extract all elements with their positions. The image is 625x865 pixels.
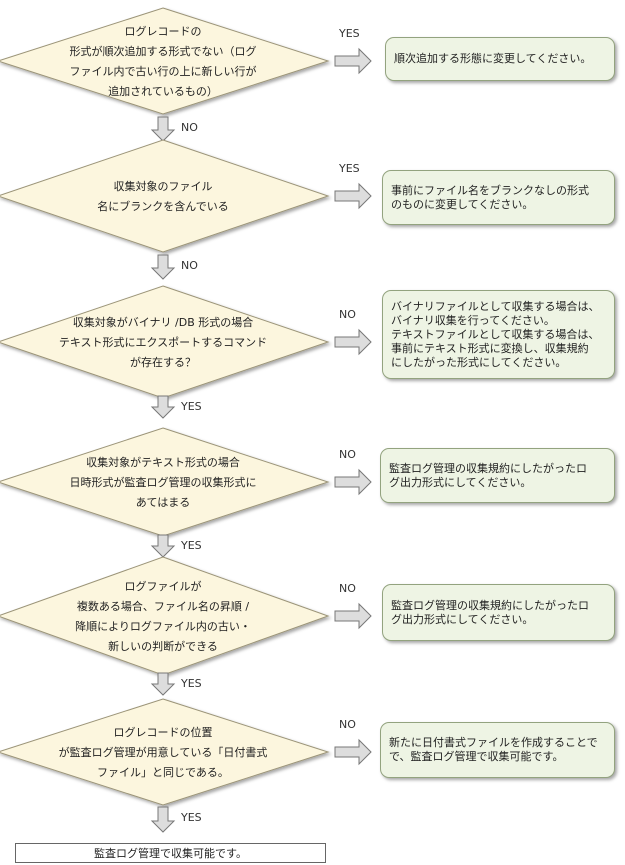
action-4-line-2: グ出力形式にしてください。 xyxy=(389,475,532,489)
action-box-4: 監査ログ管理の収集規約にしたがったログ出力形式にしてください。 xyxy=(380,448,615,503)
decision-3-line-1: 収集対象がバイナリ /DB 形式の場合 xyxy=(73,315,254,329)
action-5-line-1: 監査ログ管理の収集規約にしたがったロ xyxy=(391,598,589,612)
branch-arrow-1 xyxy=(334,47,372,75)
down-label-6: YES xyxy=(180,811,202,824)
decision-diamond-6 xyxy=(0,698,330,806)
branch-label-4: NO xyxy=(339,448,356,461)
down-label-2: NO xyxy=(181,259,198,272)
down-label-3: YES xyxy=(180,400,202,413)
action-text-2: 事前にファイル名をブランクなしの形式のものに変更してください。 xyxy=(391,184,589,212)
action-1-line-1: 順次追加する形態に変更してください。 xyxy=(394,52,592,65)
branch-label-2: YES xyxy=(338,162,360,175)
decision-4-line-1: 収集対象がテキスト形式の場合 xyxy=(86,455,240,469)
action-3-line-4: 事前にテキスト形式に変換し、収集規約 xyxy=(391,341,589,355)
down-label-1: NO xyxy=(181,121,198,134)
decision-diamond-1 xyxy=(0,7,330,115)
decision-diamond-5 xyxy=(0,556,330,676)
decision-4-line-2: 日時形式が監査ログ管理の収集形式に xyxy=(70,475,257,489)
decision-5-line-4: 新しいの判断ができる xyxy=(108,639,218,653)
down-arrow-1 xyxy=(150,116,176,142)
action-text-4: 監査ログ管理の収集規約にしたがったログ出力形式にしてください。 xyxy=(389,462,587,490)
action-6-line-2: で、監査ログ管理で収集可能です。 xyxy=(389,750,564,763)
decision-4-line-3: あてはまる xyxy=(136,496,191,509)
decision-6-line-1: ログレコードの位置 xyxy=(114,725,213,739)
branch-label-6: NO xyxy=(339,718,356,731)
final-result-label: 監査ログ管理で収集可能です。 xyxy=(94,847,247,860)
down-arrow-5 xyxy=(150,672,176,696)
branch-label-5: NO xyxy=(339,582,356,595)
down-label-5: YES xyxy=(180,677,202,690)
action-3-line-3: テキストファイルとして収集する場合は、 xyxy=(391,327,600,341)
down-arrow-3 xyxy=(150,395,176,419)
decision-3-line-2: テキスト形式にエクスポートするコマンド xyxy=(59,336,267,349)
action-text-3: バイナリファイルとして収集する場合は、バイナリ収集を行ってください。テキストファ… xyxy=(391,300,599,370)
action-4-line-1: 監査ログ管理の収集規約にしたがったロ xyxy=(389,461,587,475)
branch-label-1: YES xyxy=(338,27,360,40)
down-arrow-4 xyxy=(150,534,176,558)
branch-arrow-2 xyxy=(334,182,372,210)
action-box-5: 監査ログ管理の収集規約にしたがったログ出力形式にしてください。 xyxy=(382,584,615,641)
action-box-2: 事前にファイル名をブランクなしの形式のものに変更してください。 xyxy=(382,170,615,225)
down-arrow-6 xyxy=(150,806,176,833)
action-3-line-5: にしたがった形式にしてください。 xyxy=(391,355,567,369)
decision-1-line-1: ログレコードの xyxy=(125,24,202,38)
action-text-6: 新たに日付書式ファイルを作成することでで、監査ログ管理で収集可能です。 xyxy=(389,736,598,764)
action-text-5: 監査ログ管理の収集規約にしたがったログ出力形式にしてください。 xyxy=(391,599,589,627)
action-text-1: 順次追加する形態に変更してください。 xyxy=(394,52,591,66)
branch-label-3: NO xyxy=(339,308,356,321)
action-box-3: バイナリファイルとして収集する場合は、バイナリ収集を行ってください。テキストファ… xyxy=(382,290,615,379)
decision-2-line-1: 収集対象のファイル xyxy=(114,179,213,193)
branch-arrow-3 xyxy=(334,328,372,356)
final-result-box: 監査ログ管理で収集可能です。 xyxy=(15,843,326,863)
action-5-line-2: グ出力形式にしてください。 xyxy=(391,612,534,626)
down-arrow-2 xyxy=(150,254,176,280)
decision-diamond-2 xyxy=(0,139,330,253)
decision-1-line-4: 追加されているもの） xyxy=(108,84,218,98)
decision-3-line-3: が存在する？ xyxy=(130,355,196,369)
branch-arrow-6 xyxy=(334,738,372,766)
action-box-1: 順次追加する形態に変更してください。 xyxy=(385,37,615,81)
action-3-line-1: バイナリファイルとして収集する場合は、 xyxy=(391,299,600,313)
decision-6-line-2: が監査ログ管理が用意している「日付書式 xyxy=(59,745,268,759)
decision-5-line-2: 複数ある場合、ファイル名の昇順 / xyxy=(77,599,249,613)
decision-2-line-2: 名にブランクを含んでいる xyxy=(97,199,228,213)
down-label-4: YES xyxy=(180,539,202,552)
branch-arrow-4 xyxy=(334,468,372,496)
branch-arrow-5 xyxy=(334,602,372,630)
action-2-line-2: のものに変更してください。 xyxy=(391,197,534,211)
action-box-6: 新たに日付書式ファイルを作成することでで、監査ログ管理で収集可能です。 xyxy=(380,722,615,778)
decision-1-line-3: ファイル内で古い行の上に新しい行が xyxy=(70,64,257,78)
action-2-line-1: 事前にファイル名をブランクなしの形式 xyxy=(391,183,589,197)
action-3-line-2: バイナリ収集を行ってください。 xyxy=(391,313,555,327)
decision-5-line-3: 降順によりログファイル内の古い・ xyxy=(75,619,251,633)
action-6-line-1: 新たに日付書式ファイルを作成することで xyxy=(389,736,598,749)
decision-5-line-1: ログファイルが xyxy=(125,579,202,593)
decision-1-line-2: 形式が順次追加する形式でない（ログ xyxy=(70,44,257,58)
decision-6-line-3: ファイル」と同じである。 xyxy=(97,766,229,779)
